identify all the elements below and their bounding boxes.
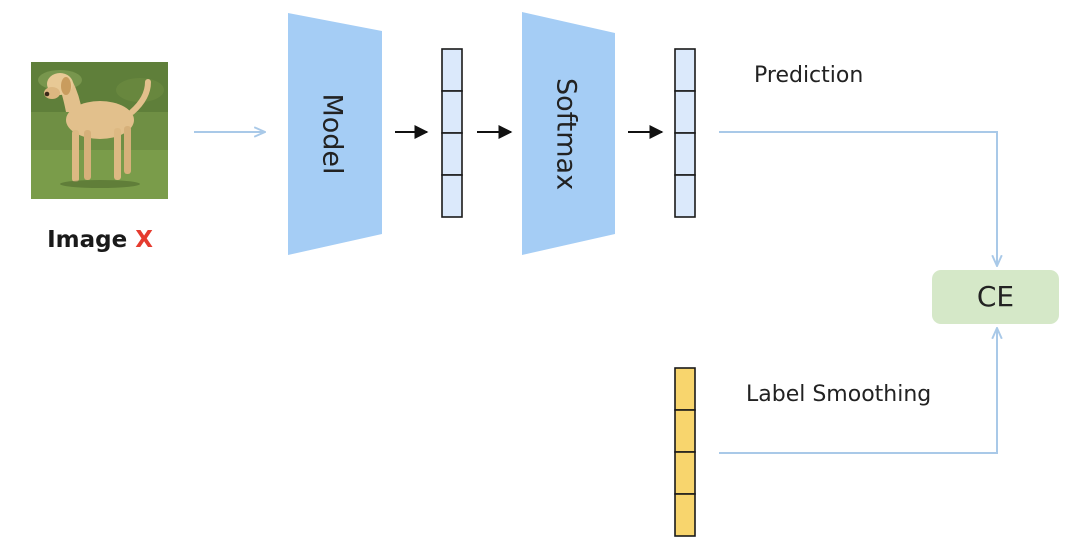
logits-cell <box>441 132 463 176</box>
label-smoothing-vector <box>674 367 696 537</box>
prediction-label: Prediction <box>754 63 863 88</box>
label-smoothing-cell <box>674 493 696 537</box>
label-smoothing-cell <box>674 409 696 453</box>
image-caption-text: Image <box>47 227 128 253</box>
model-block: Model <box>288 13 382 255</box>
input-image <box>31 62 168 199</box>
image-caption-variable: X <box>135 227 153 253</box>
label-smoothing-label: Label Smoothing <box>746 382 931 407</box>
prediction-to-ce-connector <box>719 131 997 266</box>
logits-cell <box>441 48 463 92</box>
logits-cell <box>441 174 463 218</box>
label-smoothing-cell <box>674 367 696 411</box>
prediction-cell <box>674 174 696 218</box>
logits-cell <box>441 90 463 134</box>
prediction-cell <box>674 132 696 176</box>
prediction-cell <box>674 48 696 92</box>
label-smoothing-cell <box>674 451 696 495</box>
image-caption: Image X <box>30 227 170 253</box>
logits-vector <box>441 48 463 218</box>
ce-loss-box: CE <box>932 270 1059 324</box>
softmax-block: Softmax <box>522 12 615 255</box>
label-smoothing-to-ce-connector <box>719 328 997 454</box>
softmax-label: Softmax <box>551 78 582 190</box>
model-label: Model <box>317 93 348 174</box>
prediction-cell <box>674 90 696 134</box>
prediction-vector <box>674 48 696 218</box>
ce-label: CE <box>977 280 1014 313</box>
